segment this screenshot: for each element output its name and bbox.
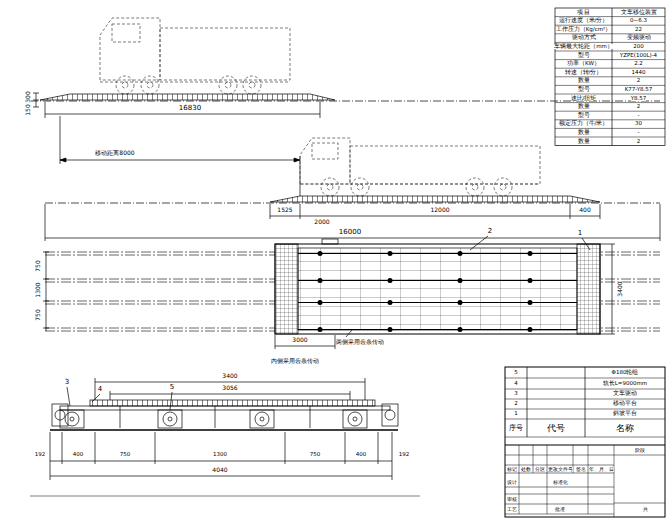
- table-cell: 变频驱动: [627, 35, 651, 41]
- table-cell: 车辆最大轮距（mm）: [554, 44, 613, 50]
- table-cell: 数量: [578, 104, 590, 110]
- table-cell: 2: [637, 104, 641, 110]
- table-cell: 斜坡平台: [613, 411, 637, 417]
- dimension-label: 3000: [292, 337, 307, 343]
- dimension-label: 192: [399, 452, 410, 458]
- callout-number: 2: [488, 228, 492, 235]
- table-cell: 批准: [555, 507, 565, 512]
- callout-number: 5: [170, 384, 174, 391]
- table-cell: 审核: [507, 497, 517, 502]
- table-cell: 标准化: [553, 480, 568, 485]
- table-cell: 功率（KW）: [567, 61, 600, 67]
- table-cell: 转速（转/分）: [565, 70, 603, 76]
- table-cell: 型号: [578, 113, 590, 119]
- dimension-label: 750: [310, 452, 321, 458]
- dimension-label: 16000: [339, 229, 361, 236]
- table-cell: 代号: [547, 424, 565, 433]
- dimension-label: 1525: [277, 207, 292, 213]
- table-cell: 文车驱动: [613, 391, 637, 397]
- table-cell: 额定压力（牛/米）: [559, 121, 609, 127]
- table-cell: 型号: [578, 53, 590, 59]
- table-cell: 2: [514, 401, 518, 407]
- table-cell: 设计: [507, 480, 517, 485]
- table-cell: 项 目: [577, 10, 591, 16]
- dimension-label: 3400: [617, 281, 623, 296]
- table-cell: 共: [643, 507, 648, 512]
- table-cell: 移动平台: [613, 401, 637, 407]
- table-cell: 5: [514, 370, 518, 376]
- table-cell: -: [638, 130, 640, 136]
- table-cell: 数量: [578, 130, 590, 136]
- table-cell: 工作压力（Kg/cm²）: [556, 27, 612, 33]
- table-cell: 阶段: [635, 448, 645, 453]
- dimension-label: 1300: [35, 282, 41, 297]
- dimension-label: 750: [120, 452, 131, 458]
- table-cell: 年、月、日: [589, 467, 614, 472]
- table-cell: 2: [637, 139, 641, 145]
- table-cell: 1440: [632, 70, 646, 76]
- table-cell: 签名: [576, 467, 586, 472]
- table-cell: 运行速度（米/分）: [559, 18, 609, 24]
- note-text: 两侧采用齿条传动: [336, 339, 384, 345]
- callout-number: 3: [65, 379, 69, 386]
- table-cell: 0~6.3: [630, 18, 647, 24]
- table-cell: 2.2: [634, 61, 643, 67]
- callout-number: 1: [578, 230, 582, 237]
- table-cell: 名称: [616, 424, 634, 433]
- table-cell: 22: [635, 27, 642, 33]
- table-cell: 型号: [578, 87, 590, 93]
- table-cell: 标记: [507, 467, 517, 472]
- dimension-label: 16830: [179, 105, 201, 112]
- dimension-label: 750: [35, 260, 41, 271]
- table-cell: 4: [514, 381, 518, 387]
- table-cell: Φ180轮组: [612, 370, 639, 376]
- note-text: 内侧采用齿条传动: [271, 358, 319, 364]
- dimension-label: 3056: [222, 385, 237, 391]
- table-cell: 工艺: [507, 507, 517, 512]
- dimension-label: 400: [579, 207, 590, 213]
- table-cell: 速比/扭矩: [571, 96, 597, 102]
- dimension-label: 400: [356, 452, 367, 458]
- dimension-label: 150: [25, 104, 31, 115]
- table-cell: 数量: [578, 78, 590, 84]
- table-cell: 序号: [509, 425, 523, 432]
- table-cell: 驱动方式: [572, 35, 596, 41]
- table-cell: -: [638, 113, 640, 119]
- dimension-label: 192: [35, 452, 46, 458]
- dimension-label: 400: [73, 452, 84, 458]
- dimension-label: 4040: [212, 467, 227, 473]
- table-cell: 处数: [521, 467, 531, 472]
- dimension-label: 12000: [430, 207, 449, 213]
- table-cell: 2: [637, 78, 641, 84]
- dimension-label: 750: [35, 309, 41, 320]
- table-cell: 3: [514, 391, 518, 397]
- table-cell: 轨长L=9000mm: [603, 381, 647, 387]
- table-cell: K77-Y8.57: [625, 87, 653, 93]
- table-cell: Y8.57: [631, 96, 647, 102]
- dimension-label: 300: [25, 91, 31, 102]
- table-cell: 200: [633, 44, 644, 50]
- table-cell: 1: [514, 411, 518, 417]
- table-cell: YZPE(100L)-4: [620, 53, 657, 59]
- callout-number: 4: [98, 386, 102, 393]
- dimension-label: 移动距离8000: [95, 150, 134, 156]
- dimension-label: 3400: [222, 373, 237, 379]
- table-cell: 文车移位装置: [621, 10, 657, 16]
- table-cell: 分区: [535, 467, 545, 472]
- table-cell: 更改文件号: [548, 467, 573, 472]
- table-cell: 数量: [578, 139, 590, 145]
- table-cell: 30: [635, 121, 642, 127]
- dimension-label: 1300: [213, 452, 227, 458]
- dimension-label: 2000: [314, 219, 329, 225]
